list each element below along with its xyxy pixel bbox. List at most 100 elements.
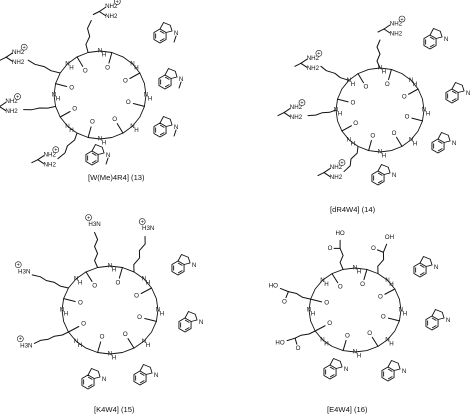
side-chain <box>377 251 385 275</box>
amino-label: NH2 <box>12 59 25 66</box>
carbonyl-oxygen-label: O <box>364 83 369 90</box>
amide-hydrogen-label: H <box>357 269 361 276</box>
carbonyl-bond <box>63 298 76 302</box>
carbonyl-oxygen-label: O <box>123 78 128 85</box>
hydroxyl-label: HO <box>275 339 284 346</box>
indole-nitrogen-label: N <box>199 319 203 326</box>
svg-text:+: + <box>141 219 144 225</box>
indole-ring: N <box>171 254 196 276</box>
carbonyl-oxygen-label: O <box>116 280 121 287</box>
carboxyl-double-bond <box>376 249 384 253</box>
indole-ring: N <box>445 82 470 104</box>
amide-hydrogen-label: H <box>351 140 355 147</box>
guanidine-bond <box>37 155 45 161</box>
svg-text:+: + <box>300 100 303 106</box>
carbonyl-bond <box>144 318 157 322</box>
indole-ring: N <box>81 368 106 390</box>
amide-hydrogen-label: H <box>351 81 355 88</box>
carbonyl-oxygen-label: O <box>360 281 365 288</box>
svg-text:+: + <box>54 147 57 153</box>
carbonyl-bond <box>341 125 352 132</box>
amide-hydrogen-label: H <box>389 340 393 347</box>
amide-nitrogen-label: N <box>142 276 146 283</box>
carbonyl-oxygen-label: O <box>345 333 350 340</box>
pyrrole-ring <box>429 28 443 39</box>
amide-nitrogen-label: N <box>108 351 112 358</box>
amino-label: NH2 <box>330 174 343 181</box>
indole-ring: N <box>153 22 178 44</box>
amide-nitrogen-label: N <box>156 307 160 314</box>
indole-nitrogen-label: N <box>174 124 178 131</box>
guanidine-bond <box>98 6 106 12</box>
svg-text:+: + <box>340 160 343 166</box>
carboxyl-oxygen-label: O <box>371 245 376 252</box>
carbonyl-oxygen-label: O <box>92 282 97 289</box>
positive-charge-icon: + <box>138 218 146 225</box>
benzene-ring <box>423 34 437 50</box>
amino-label: NH2 <box>330 164 343 171</box>
positive-charge-icon: + <box>14 261 22 268</box>
amide-hydrogen-label: H <box>389 281 393 288</box>
amide-nitrogen-label: N <box>98 136 102 143</box>
side-chain <box>343 145 359 173</box>
amide-nitrogen-label: N <box>130 61 134 68</box>
pyrrole-ring <box>87 368 101 379</box>
carbonyl-bond <box>85 271 93 282</box>
carbonyl-bond <box>371 336 379 347</box>
carbonyl-oxygen-label: O <box>72 106 77 113</box>
amide-hydrogen-label: H <box>78 342 82 349</box>
carbonyl-oxygen-label: O <box>353 120 358 127</box>
carbonyl-oxygen-label: O <box>338 283 343 290</box>
carbonyl-oxygen-label: O <box>350 100 355 107</box>
carboxyl-bond <box>279 287 289 293</box>
positive-charge-icon: + <box>338 159 346 166</box>
pyrrole-ring <box>431 309 445 320</box>
amide-hydrogen-label: H <box>69 65 73 72</box>
amino-label: NH2 <box>44 151 57 158</box>
amide-nitrogen-label: N <box>353 349 357 356</box>
carbonyl-oxygen-label: O <box>123 331 128 338</box>
amide-hydrogen-label: H <box>324 340 328 347</box>
carbonyl-bond <box>118 266 123 279</box>
carbonyl-oxygen-label: O <box>90 119 95 126</box>
indole-ring: N <box>133 364 158 386</box>
amide-nitrogen-label: N <box>74 276 78 283</box>
carbonyl-bond <box>97 341 102 354</box>
benzene-ring <box>445 88 459 104</box>
side-chain <box>320 65 350 81</box>
indole-nitrogen-label: N <box>466 90 470 97</box>
carbonyl-oxygen-label: O <box>385 81 390 88</box>
side-chain <box>33 331 69 344</box>
amide-nitrogen-label: N <box>320 336 324 343</box>
indole-ring: N <box>158 68 183 90</box>
carbonyl-oxygen-label: O <box>78 299 83 306</box>
guanidine-bond <box>283 108 291 114</box>
amide-nitrogen-label: N <box>65 123 69 130</box>
amide-hydrogen-label: H <box>134 65 138 72</box>
benzene-ring <box>413 262 427 278</box>
amino-label: NH2 <box>105 3 118 10</box>
hydroxyl-label: HO <box>335 230 344 237</box>
indole-nitrogen-label: N <box>154 372 158 379</box>
carbonyl-bond <box>387 317 400 322</box>
svg-text:+: + <box>17 262 20 268</box>
benzene-ring <box>425 315 439 331</box>
amide-hydrogen-label: H <box>56 96 60 103</box>
amide-nitrogen-label: N <box>142 338 146 345</box>
amide-hydrogen-label: H <box>382 69 386 76</box>
carbonyl-oxygen-label: O <box>370 133 375 140</box>
indole-nitrogen-label: N <box>446 317 450 324</box>
indole-nitrogen-label: N <box>402 368 406 375</box>
carbonyl-bond <box>310 298 323 303</box>
carboxyl-oxygen-label: O <box>282 298 287 305</box>
ammonium-label: H3N <box>142 225 154 232</box>
amide-hydrogen-label: H <box>134 127 138 134</box>
carbonyl-bond <box>116 123 124 134</box>
